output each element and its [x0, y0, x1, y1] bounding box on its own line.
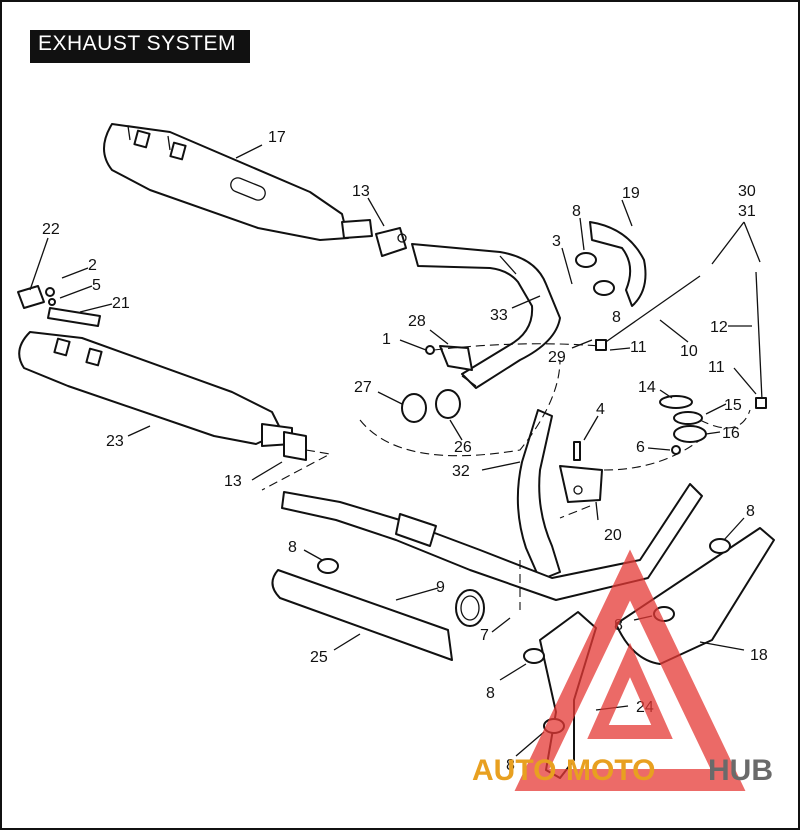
part-clamp-27: [401, 393, 427, 423]
part-bracket-21: [45, 287, 101, 327]
callout-c18: 18: [750, 647, 768, 664]
callout-c4: 4: [596, 401, 605, 418]
part-lower-muffler: [18, 331, 293, 447]
part-bracket-20: [559, 441, 603, 503]
leader-lines: [29, 144, 761, 757]
part-upper-muffler: [103, 123, 373, 241]
callout-c2: 2: [88, 257, 97, 274]
part-flange-16: [673, 425, 707, 443]
callout-c32: 32: [452, 463, 470, 480]
callout-c13b: 13: [224, 473, 242, 490]
callout-c19: 19: [622, 185, 640, 202]
callout-c27: 27: [354, 379, 372, 396]
watermark-logo: [514, 549, 746, 791]
part-sensor-10: [595, 275, 701, 351]
callout-c8e: 8: [486, 685, 495, 702]
part-upper-header-pipe: [411, 243, 561, 389]
callout-c8f: 8: [614, 617, 623, 634]
callout-c22: 22: [42, 221, 60, 238]
callout-c25: 25: [310, 649, 328, 666]
part-heat-shield-19: [589, 221, 647, 307]
callout-c12: 12: [710, 319, 728, 336]
watermark-part-hub: HUB: [708, 754, 773, 787]
part-front-pipe-32: [516, 409, 561, 581]
watermark-part-auto: AUTO: [472, 754, 556, 787]
part-gasket-26: [435, 389, 461, 419]
callout-c8d: 8: [746, 503, 755, 520]
callout-c28: 28: [408, 313, 426, 330]
callout-c29: 29: [548, 349, 566, 366]
callout-c5: 5: [92, 277, 101, 294]
part-gasket-15: [673, 411, 703, 425]
callout-c9: 9: [436, 579, 445, 596]
callout-c6: 6: [636, 439, 645, 456]
callout-c8a: 8: [572, 203, 581, 220]
callout-c30: 30: [738, 183, 756, 200]
page-title: EXHAUST SYSTEM: [38, 32, 236, 55]
part-clamp-13-upper: [375, 227, 407, 257]
callout-c14: 14: [638, 379, 656, 396]
part-clamp-ring-9: [455, 589, 485, 627]
callout-c8c: 8: [288, 539, 297, 556]
title-box: [30, 30, 250, 63]
watermark-part-moto: MOTO: [566, 754, 655, 787]
callout-c15: 15: [724, 397, 742, 414]
callout-c10: 10: [680, 343, 698, 360]
part-sensor-12: [755, 271, 767, 409]
callout-c31: 31: [738, 203, 756, 220]
callout-c26: 26: [454, 439, 472, 456]
callout-c3: 3: [552, 233, 561, 250]
part-nut-6: [671, 445, 681, 455]
callout-c13a: 13: [352, 183, 370, 200]
part-bracket-22: [17, 285, 45, 309]
callout-c8b: 8: [612, 309, 621, 326]
callout-c23: 23: [106, 433, 124, 450]
callout-c11a: 11: [630, 339, 647, 356]
callout-c33: 33: [490, 307, 508, 324]
part-crossover-pipe-9: [281, 483, 703, 601]
callout-c1: 1: [382, 331, 391, 348]
callout-c21: 21: [112, 295, 130, 312]
watermark-text: AUTO MOTO HUB: [472, 754, 773, 787]
callout-c16: 16: [722, 425, 740, 442]
callout-c11b: 11: [708, 359, 725, 376]
callout-c7: 7: [480, 627, 489, 644]
part-heat-shield-25: [271, 569, 453, 661]
part-clamp-13-lower: [283, 431, 307, 461]
callout-c20: 20: [604, 527, 622, 544]
part-gasket-14: [659, 395, 693, 409]
part-bracket-28: [425, 345, 473, 371]
callout-c17: 17: [268, 129, 286, 146]
callout-c8g: 8: [506, 757, 515, 774]
